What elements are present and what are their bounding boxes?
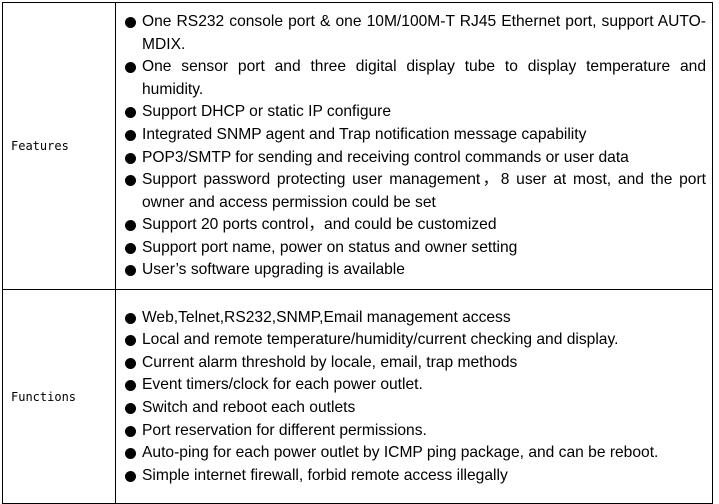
list-item: Switch and reboot each outlets — [124, 397, 706, 420]
functions-row: Functions Web,Telnet,RS232,SNMP,Email ma… — [2, 289, 713, 504]
list-item: Port reservation for different permissio… — [124, 420, 706, 443]
list-item: Web,Telnet,RS232,SNMP,Email management a… — [124, 307, 706, 330]
list-item: Simple internet firewall, forbid remote … — [124, 465, 706, 488]
features-row: Features One RS232 console port & one 10… — [2, 2, 713, 290]
list-item: POP3/SMTP for sending and receiving cont… — [124, 147, 706, 170]
list-item: Event timers/clock for each power outlet… — [124, 374, 706, 397]
list-item: Support DHCP or static IP configure — [124, 101, 706, 124]
functions-label: Functions — [2, 289, 116, 504]
list-item: One RS232 console port & one 10M/100M-T … — [124, 11, 706, 56]
features-list: One RS232 console port & one 10M/100M-T … — [124, 11, 706, 282]
list-item: Local and remote temperature/humidity/cu… — [124, 329, 706, 352]
list-item: Support password protecting user managem… — [124, 169, 706, 214]
list-item: Auto-ping for each power outlet by ICMP … — [124, 442, 706, 465]
list-item: One sensor port and three digital displa… — [124, 56, 706, 101]
functions-cell: Web,Telnet,RS232,SNMP,Email management a… — [115, 289, 713, 504]
list-item: Integrated SNMP agent and Trap notificat… — [124, 124, 706, 147]
features-cell: One RS232 console port & one 10M/100M-T … — [115, 2, 713, 290]
list-item: User’s software upgrading is available — [124, 259, 706, 282]
features-label: Features — [2, 2, 116, 290]
list-item: Support port name, power on status and o… — [124, 237, 706, 260]
list-item: Support 20 ports control，and could be cu… — [124, 214, 706, 237]
list-item: Current alarm threshold by locale, email… — [124, 352, 706, 375]
functions-list: Web,Telnet,RS232,SNMP,Email management a… — [124, 307, 706, 488]
